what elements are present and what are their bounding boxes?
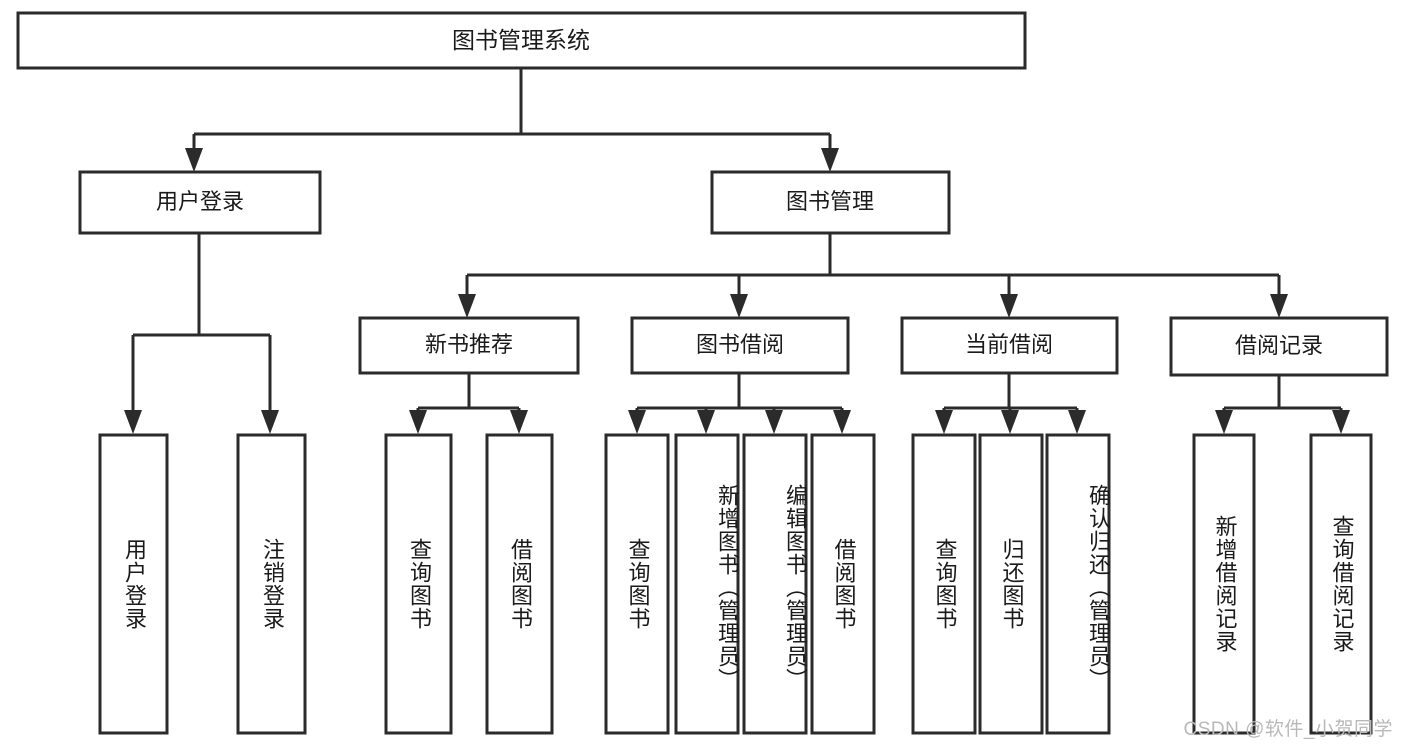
node-current-borrow-box[interactable]: [900, 316, 1119, 375]
node-book-mgmt-box[interactable]: [710, 170, 951, 235]
node-book-borrow-box[interactable]: [630, 316, 850, 375]
arrowhead-leaf-logout: [261, 410, 279, 434]
leaf-box-new-book-0[interactable]: [384, 433, 453, 735]
arrowhead-newbook: [458, 294, 476, 318]
arrowhead-current-leaf-3: [1068, 410, 1086, 434]
leaf-box-current-borrow-0[interactable]: [911, 433, 977, 735]
arrowhead-record-leaf-1: [1215, 410, 1233, 434]
leaf-box-new-book-1[interactable]: [485, 433, 554, 735]
node-borrow-record-box[interactable]: [1169, 316, 1389, 377]
node-user-login-box[interactable]: [78, 170, 322, 235]
node-book-borrow-label: 图书借阅: [696, 332, 784, 357]
arrowhead-current-leaf-2: [1001, 410, 1019, 434]
arrowhead-borrow-leaf-3: [765, 410, 783, 434]
leaf-box-user-login-1[interactable]: [236, 433, 307, 735]
arrowhead-current: [1000, 294, 1018, 318]
node-new-book-recommend-label: 新书推荐: [425, 332, 513, 357]
arrowhead-borrow: [730, 294, 748, 318]
arrowhead-book-mgmt: [821, 148, 839, 172]
node-current-borrow-label: 当前借阅: [965, 332, 1053, 357]
arrowhead-current-leaf-1: [935, 410, 953, 434]
leaf-box-user-login-0[interactable]: [98, 433, 169, 735]
arrowhead-record-leaf-2: [1332, 410, 1350, 434]
leaf-box-current-borrow-2[interactable]: [1045, 433, 1111, 735]
node-book-mgmt-label: 图书管理: [786, 189, 874, 214]
leaf-box-book-borrow-1[interactable]: [674, 433, 740, 735]
arrowhead-borrow-leaf-1: [628, 410, 646, 434]
arrowhead-record: [1270, 294, 1288, 318]
arrowhead-newbook-leaf-2: [510, 410, 528, 434]
leaf-box-current-borrow-1[interactable]: [978, 433, 1044, 735]
leaf-box-book-borrow-3[interactable]: [810, 433, 876, 735]
node-root-box[interactable]: [16, 11, 1027, 70]
arrowhead-user-login: [185, 148, 203, 172]
connector-layer: [124, 68, 1350, 434]
node-layer: 图书管理系统 用户登录 图书管理 新书推荐 图书借阅 当前借阅 借阅记录: [16, 11, 1389, 735]
node-borrow-record-label: 借阅记录: [1235, 333, 1323, 358]
leaf-box-borrow-record-0[interactable]: [1192, 433, 1256, 735]
leaf-box-book-borrow-0[interactable]: [604, 433, 670, 735]
arrowhead-borrow-leaf-4: [833, 410, 851, 434]
node-root-label: 图书管理系统: [452, 27, 590, 53]
node-user-login-label: 用户登录: [156, 189, 244, 214]
watermark-text: CSDN @软件_小贺同学: [1183, 719, 1393, 740]
leaf-box-book-borrow-2[interactable]: [742, 433, 808, 735]
arrowhead-leaf-user-login: [124, 410, 142, 434]
node-new-book-recommend-box[interactable]: [358, 316, 580, 375]
arrowhead-newbook-leaf-1: [409, 410, 427, 434]
arrowhead-borrow-leaf-2: [697, 410, 715, 434]
leaf-box-borrow-record-1[interactable]: [1309, 433, 1373, 735]
